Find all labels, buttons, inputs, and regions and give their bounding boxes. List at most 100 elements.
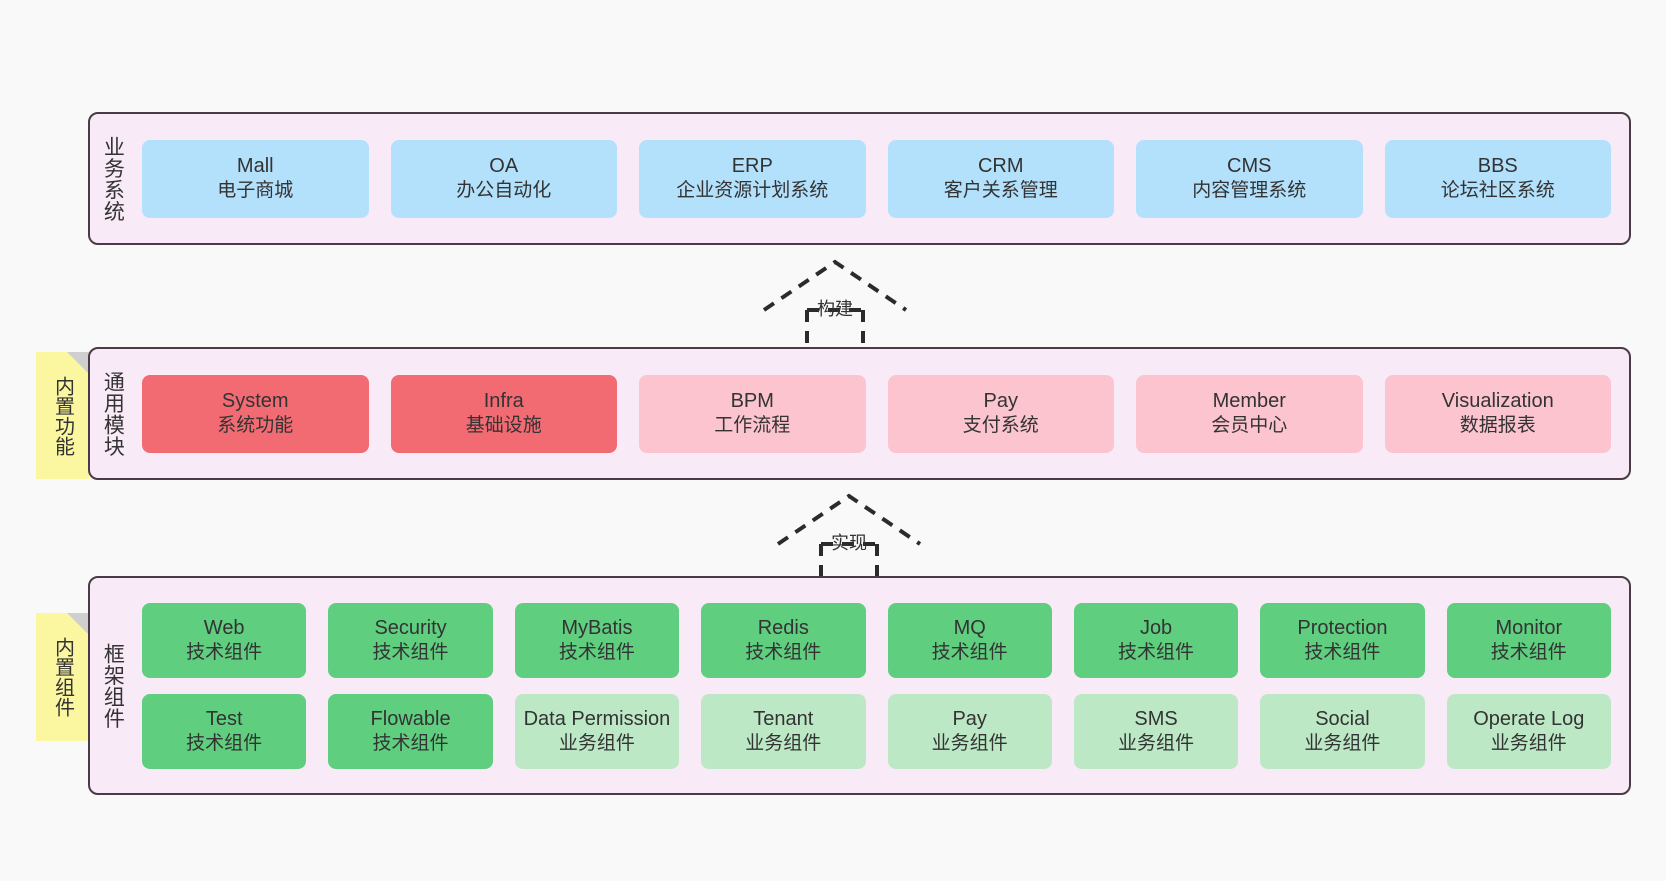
sticky-note-label: 内置功能	[51, 375, 74, 456]
module-card-bpm[interactable]: BPM 工作流程	[639, 374, 866, 453]
component-card-sms[interactable]: SMS 业务组件	[1073, 693, 1239, 769]
module-card-erp[interactable]: ERP 企业资源计划系统	[639, 139, 866, 218]
component-card-title: Flowable	[370, 707, 451, 730]
module-card-member[interactable]: Member 会员中心	[1136, 374, 1363, 453]
arrow-head-outline	[762, 259, 908, 312]
connector-label-implement: 实现	[831, 533, 867, 553]
component-card-security[interactable]: Security 技术组件	[328, 602, 493, 678]
module-card-subtitle: 支付系统	[962, 415, 1039, 437]
layer-common-modules: 通用模块 System 系统功能 Infra 基础设施 BPM 工作流程 Pay…	[88, 347, 1631, 480]
component-card-title: MyBatis	[561, 616, 633, 639]
component-card-subtitle: 业务组件	[1490, 732, 1567, 754]
module-card-title: CRM	[977, 155, 1024, 178]
module-card-system[interactable]: System 系统功能	[142, 374, 369, 453]
module-card-subtitle: 系统功能	[217, 415, 294, 437]
sticky-note-label: 内置组件	[51, 637, 74, 717]
component-card-title: Data Permission	[523, 707, 671, 730]
component-card-subtitle: 技术组件	[186, 641, 263, 663]
module-card-title: BPM	[730, 390, 774, 413]
module-card-title: System	[221, 390, 289, 413]
component-card-subtitle: 业务组件	[1304, 732, 1381, 754]
component-card-title: Social	[1315, 707, 1370, 730]
component-card-title: Job	[1139, 616, 1173, 639]
component-card-mybatis[interactable]: MyBatis 技术组件	[514, 602, 680, 678]
component-card-title: Protection	[1297, 616, 1388, 639]
module-card-cms[interactable]: CMS 内容管理系统	[1136, 139, 1363, 218]
connector-implement: 实现	[774, 492, 924, 582]
module-card-bbs[interactable]: BBS 论坛社区系统	[1384, 139, 1611, 218]
component-card-subtitle: 技术组件	[372, 641, 449, 663]
component-card-title: Redis	[757, 616, 809, 639]
layer-cells-framework: Web 技术组件 Security 技术组件 MyBatis 技术组件 Redi…	[134, 578, 1629, 793]
page-fold-icon	[67, 352, 89, 374]
component-card-job[interactable]: Job 技术组件	[1073, 602, 1239, 678]
connector-build: 构建	[760, 258, 910, 348]
component-card-subtitle: 技术组件	[558, 641, 635, 663]
component-card-tenant[interactable]: Tenant 业务组件	[701, 693, 866, 769]
module-card-title: Mall	[236, 155, 274, 178]
component-card-subtitle: 技术组件	[372, 732, 449, 754]
component-card-title: Test	[205, 707, 243, 730]
layer-title-common: 通用模块	[101, 370, 125, 457]
cell-row: System 系统功能 Infra 基础设施 BPM 工作流程 Pay 支付系统…	[142, 374, 1611, 453]
module-card-title: Member	[1212, 390, 1286, 413]
module-card-subtitle: 电子商城	[217, 180, 294, 202]
component-card-subtitle: 技术组件	[1304, 641, 1381, 663]
module-card-crm[interactable]: CRM 客户关系管理	[887, 139, 1114, 218]
module-card-title: Visualization	[1441, 390, 1554, 413]
module-card-title: Infra	[483, 390, 524, 413]
component-card-title: Pay	[952, 707, 987, 730]
layer-framework-components: 框架组件 Web 技术组件 Security 技术组件 MyBatis 技术组件…	[88, 576, 1631, 795]
module-card-subtitle: 工作流程	[714, 415, 791, 437]
module-card-subtitle: 会员中心	[1211, 415, 1288, 437]
module-card-subtitle: 基础设施	[465, 415, 542, 437]
module-card-pay[interactable]: Pay 支付系统	[887, 374, 1114, 453]
module-card-subtitle: 客户关系管理	[943, 180, 1058, 202]
component-card-flowable[interactable]: Flowable 技术组件	[328, 693, 493, 769]
module-card-subtitle: 论坛社区系统	[1440, 180, 1555, 202]
component-card-test[interactable]: Test 技术组件	[142, 693, 307, 769]
module-card-mall[interactable]: Mall 电子商城	[142, 139, 369, 218]
component-card-title: Operate Log	[1473, 707, 1585, 730]
component-card-subtitle: 业务组件	[1118, 732, 1195, 754]
layer-title-framework: 框架组件	[101, 642, 125, 729]
module-card-infra[interactable]: Infra 基础设施	[390, 374, 617, 453]
component-card-operate-log[interactable]: Operate Log 业务组件	[1446, 693, 1611, 769]
module-card-title: ERP	[731, 155, 773, 178]
component-card-mq[interactable]: MQ 技术组件	[887, 602, 1052, 678]
arrow-head-outline	[776, 493, 922, 546]
sticky-note-builtin-component: 内置组件	[36, 613, 89, 741]
module-card-oa[interactable]: OA 办公自动化	[390, 139, 617, 218]
component-card-data-permission[interactable]: Data Permission 业务组件	[514, 693, 680, 769]
module-card-subtitle: 办公自动化	[456, 180, 552, 202]
module-card-title: CMS	[1227, 155, 1272, 178]
component-card-social[interactable]: Social 业务组件	[1260, 693, 1425, 769]
component-card-subtitle: 业务组件	[745, 732, 822, 754]
component-card-title: Web	[203, 616, 245, 639]
cell-row: Web 技术组件 Security 技术组件 MyBatis 技术组件 Redi…	[142, 602, 1611, 678]
page-fold-icon	[67, 613, 89, 635]
module-card-title: Pay	[983, 390, 1018, 413]
sticky-note-builtin-function: 内置功能	[36, 352, 89, 479]
cell-row: Mall 电子商城 OA 办公自动化 ERP 企业资源计划系统 CRM 客户关系…	[142, 139, 1611, 218]
module-card-title: BBS	[1477, 155, 1518, 178]
component-card-subtitle: 业务组件	[558, 732, 635, 754]
component-card-title: Security	[374, 616, 447, 639]
module-card-subtitle: 企业资源计划系统	[676, 180, 829, 202]
module-card-subtitle: 内容管理系统	[1192, 180, 1307, 202]
module-card-visualization[interactable]: Visualization 数据报表	[1384, 374, 1611, 453]
component-card-redis[interactable]: Redis 技术组件	[701, 602, 866, 678]
component-card-pay[interactable]: Pay 业务组件	[887, 693, 1052, 769]
component-card-title: SMS	[1134, 707, 1178, 730]
component-card-monitor[interactable]: Monitor 技术组件	[1446, 602, 1611, 678]
connector-label-build: 构建	[817, 299, 853, 319]
component-card-subtitle: 技术组件	[745, 641, 822, 663]
cell-row: Test 技术组件 Flowable 技术组件 Data Permission …	[142, 693, 1611, 769]
component-card-title: MQ	[953, 616, 986, 639]
component-card-subtitle: 技术组件	[1490, 641, 1567, 663]
component-card-subtitle: 技术组件	[931, 641, 1008, 663]
component-card-web[interactable]: Web 技术组件	[142, 602, 307, 678]
component-card-subtitle: 业务组件	[931, 732, 1008, 754]
module-card-subtitle: 数据报表	[1459, 415, 1536, 437]
component-card-protection[interactable]: Protection 技术组件	[1260, 602, 1425, 678]
